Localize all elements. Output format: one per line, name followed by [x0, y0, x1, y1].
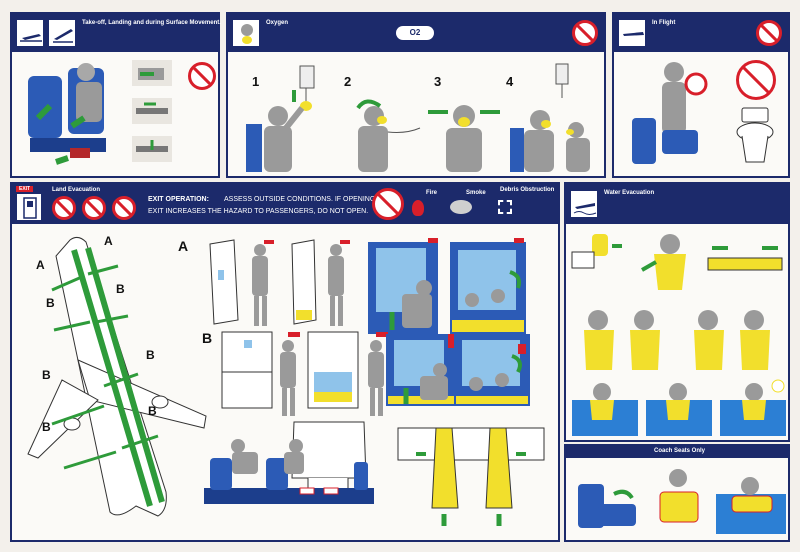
row-b-label: B	[202, 330, 213, 346]
no-smoking-lavatory-icon	[736, 60, 776, 100]
coach-seats-header: Coach Seats Only	[566, 446, 788, 458]
ditching-icon	[570, 190, 598, 218]
tray-table-illustration	[132, 60, 172, 86]
exit-a-step-4-illustration	[328, 240, 350, 326]
no-smoking-oxygen-icon	[572, 20, 598, 46]
life-vest-retrieve-illustration	[571, 234, 622, 269]
exit-door-icon	[16, 193, 42, 221]
life-vest-adult-2-illustration	[694, 310, 770, 370]
seat-cushion-float-illustration	[716, 477, 786, 534]
plane-label-a-left: A	[36, 258, 45, 272]
oxygen-pull-mask-illustration	[246, 65, 315, 172]
water-evacuation-title: Water Evacuation	[604, 190, 655, 196]
exit-a-step-1-illustration	[209, 239, 239, 325]
oxygen-step-4: 4	[506, 74, 514, 89]
oxygen-header: Oxygen O2	[228, 14, 604, 52]
plane-label-b-3: B	[42, 368, 51, 382]
takeoff-panel: Take-off, Landing and during Surface Mov…	[10, 12, 221, 178]
aircraft-exit-diagram	[27, 236, 207, 517]
plane-label-b-2: B	[116, 282, 125, 296]
seat-cushion-hold-illustration	[659, 469, 699, 523]
oxygen-step-3: 3	[434, 74, 442, 89]
exit-tag: EXIT	[16, 186, 34, 192]
life-vest-adult-1-illustration	[584, 310, 660, 370]
taxi-icon	[16, 19, 44, 47]
stay-seated-illustration	[632, 62, 708, 164]
exit-b-step-4-illustration	[368, 332, 388, 416]
life-vest-tighten-illustration	[707, 246, 783, 271]
oxygen-bottle-label: O2	[409, 28, 421, 37]
plane-label-b-1: B	[46, 296, 55, 310]
seatbelt-release-illustration	[132, 136, 172, 162]
plane-label-b-6: B	[148, 404, 157, 418]
exit-a-step-3-illustration	[291, 239, 317, 325]
no-smoking-inflight-icon	[756, 20, 782, 46]
oxygen-tighten-straps-illustration	[428, 105, 500, 172]
takeoff-header: Take-off, Landing and during Surface Mov…	[12, 14, 221, 52]
life-vest-don-illustration	[641, 234, 686, 290]
coach-seats-panel: Coach Seats Only	[564, 444, 790, 542]
land-evacuation-panel: EXIT Land Evacuation EXIT OPERATION: ASS…	[10, 182, 560, 542]
exit-operation-heading: EXIT OPERATION:	[148, 196, 209, 203]
hazard-fire-label: Fire	[426, 190, 438, 196]
seat-cushion-remove-illustration	[578, 484, 636, 528]
row-a-label: A	[178, 238, 189, 254]
oxygen-panel: Oxygen O2 1 2 3 4	[226, 12, 606, 178]
oxygen-step-1: 1	[252, 74, 260, 89]
land-evacuation-title: Land Evacuation	[52, 187, 101, 193]
oxygen-assist-others-illustration	[510, 63, 590, 172]
exit-a-step-6-illustration	[450, 238, 526, 334]
plane-label-a-right: A	[104, 234, 113, 248]
exit-b-step-1-illustration	[221, 331, 273, 409]
seat-upright-illustration	[28, 63, 106, 165]
inflight-panel: In Flight	[612, 12, 790, 178]
debris-icon	[498, 200, 512, 214]
exit-b-step-6-illustration	[454, 334, 530, 406]
lavatory-toilet-illustration	[736, 107, 774, 163]
hazard-smoke-label: Smoke	[466, 190, 486, 196]
exit-a-step-2-illustration	[252, 240, 274, 326]
no-luggage-icon	[112, 196, 136, 220]
takeoff-title: Take-off, Landing and during Surface Mov…	[82, 20, 221, 26]
oxygen-step-2: 2	[344, 74, 352, 89]
seatbelt-fasten-illustration	[132, 98, 172, 124]
inflight-title: In Flight	[652, 20, 676, 26]
no-carry-on-icon	[52, 196, 76, 220]
smoke-icon	[450, 200, 472, 214]
oxygen-title: Oxygen	[266, 20, 289, 26]
takeoff-icon	[48, 19, 76, 47]
cruise-icon	[618, 19, 646, 47]
exit-operation-text-2: EXIT INCREASES THE HAZARD TO PASSENGERS,…	[148, 208, 369, 215]
oxygen-mask-icon	[232, 19, 260, 47]
coach-seats-title: Coach Seats Only	[654, 448, 706, 454]
no-smoking-icon	[188, 62, 216, 90]
exit-b-step-2-illustration	[280, 332, 300, 416]
oxygen-place-mask-illustration	[356, 99, 421, 172]
water-evacuation-header: Water Evacuation	[566, 184, 788, 224]
water-inflate-illustration	[572, 379, 786, 436]
no-exit-icon	[372, 188, 404, 220]
evacuation-slides-illustration	[397, 427, 545, 526]
plane-label-b-5: B	[42, 420, 51, 434]
no-high-heels-icon	[82, 196, 106, 220]
cabin-floor-exit-illustration	[204, 421, 374, 504]
inflight-header: In Flight	[614, 14, 788, 52]
exit-b-step-3-illustration	[307, 331, 359, 409]
water-evacuation-panel: Water Evacuation	[564, 182, 790, 442]
plane-label-b-4: B	[146, 348, 155, 362]
oxygen-bottle-icon: O2	[396, 26, 434, 40]
exit-a-step-5-illustration	[368, 238, 438, 334]
fire-icon	[412, 200, 424, 216]
land-evacuation-header: EXIT Land Evacuation EXIT OPERATION: ASS…	[12, 184, 558, 224]
hazard-debris-label: Debris Obstruction	[500, 187, 555, 193]
exit-b-step-5-illustration	[386, 334, 456, 406]
exit-operation-text-1: ASSESS OUTSIDE CONDITIONS. IF OPENING	[224, 196, 376, 203]
